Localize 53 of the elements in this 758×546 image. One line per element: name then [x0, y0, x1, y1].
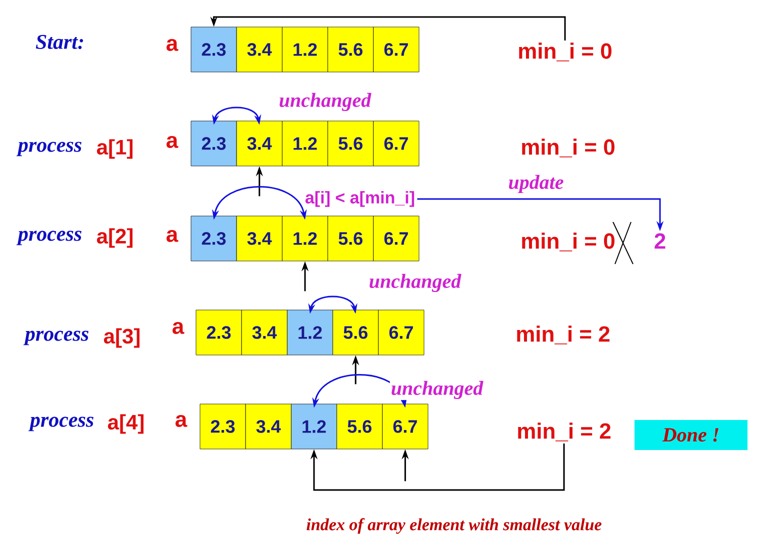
- new-index-text: 2: [654, 233, 666, 249]
- arrow: [310, 444, 565, 491]
- array-name: a: [172, 322, 184, 334]
- min-index-text: min_i = 0: [522, 138, 614, 158]
- array-cell: 3.4: [236, 120, 282, 166]
- array-cell: 1.2: [287, 310, 333, 356]
- array-cell: 6.7: [373, 26, 420, 72]
- element-label: a[1]: [96, 139, 132, 159]
- array-cell: 2.3: [196, 310, 242, 356]
- edge-label: unchanged: [278, 92, 372, 112]
- element-label: a[4]: [108, 414, 144, 434]
- array-cell: 1.2: [282, 26, 328, 72]
- condition-text: a[i] < a[min_i]: [305, 191, 414, 207]
- array-cell: 2.3: [190, 26, 237, 72]
- array-cell: 2.3: [200, 404, 246, 450]
- min-index-text: min_i = 2: [518, 422, 610, 442]
- array-cell: 2.3: [190, 120, 237, 166]
- step-label: process: [16, 230, 82, 246]
- array-cell: 5.6: [328, 120, 374, 166]
- array-cell: 2.3: [190, 216, 237, 262]
- min-index-text: min_i = 0: [519, 42, 612, 62]
- array-cell: 6.7: [382, 404, 428, 450]
- array-cell: 6.7: [373, 216, 420, 262]
- step-label: process: [16, 142, 82, 156]
- step-label: Start:: [36, 34, 84, 50]
- array-cell: 1.2: [282, 216, 328, 262]
- min-index-text: min_i = 0: [522, 232, 614, 252]
- element-label: a[3]: [104, 328, 140, 348]
- array-name: a: [166, 38, 178, 52]
- array-cell: 5.6: [328, 216, 374, 262]
- array-cell: 6.7: [373, 120, 420, 166]
- element-label: a[2]: [96, 228, 132, 248]
- array-name: a: [166, 136, 178, 148]
- step-label: process: [23, 330, 88, 346]
- array-cell: 5.6: [336, 404, 383, 450]
- array-cell: 3.4: [241, 310, 288, 356]
- array-cell: 3.4: [236, 216, 282, 262]
- array-cell: 1.2: [291, 404, 337, 450]
- array-cell: 3.4: [245, 404, 292, 450]
- array-cell: 1.2: [282, 120, 328, 166]
- done-box: Done !: [634, 420, 748, 450]
- edge-label: unchanged: [390, 380, 484, 400]
- array-cell: 5.6: [332, 310, 379, 356]
- edge-label: update: [507, 174, 565, 194]
- array-cell: 5.6: [328, 26, 374, 72]
- min-index-text: min_i = 2: [517, 326, 610, 344]
- step-label: process: [28, 416, 94, 432]
- edge-label: index of array element with smallest value: [305, 517, 603, 535]
- array-name: a: [176, 414, 188, 428]
- edge-label: unchanged: [368, 272, 462, 294]
- array-name: a: [166, 230, 178, 242]
- array-cell: 3.4: [236, 26, 282, 72]
- array-cell: 6.7: [378, 310, 424, 356]
